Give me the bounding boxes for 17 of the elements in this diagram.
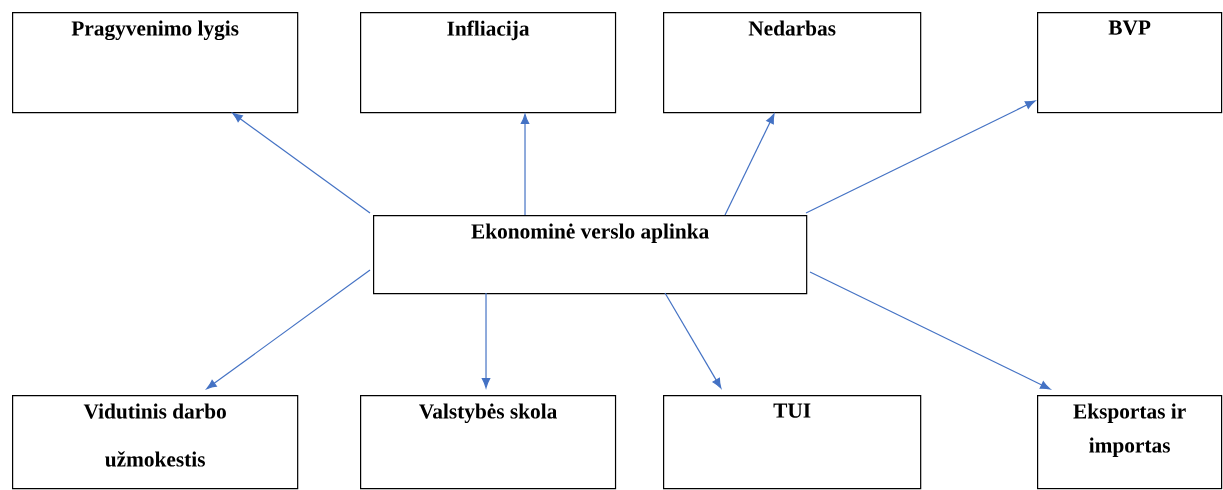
arrow <box>664 292 722 389</box>
arrow <box>206 269 371 390</box>
text-box: BVP <box>1037 12 1223 114</box>
text-box: Infliacija <box>360 12 617 114</box>
text-box: Nedarbas <box>663 12 922 114</box>
text-box: Vidutinis darbo užmokestis <box>12 395 299 490</box>
text-box: Eksportas ir importas <box>1037 395 1223 490</box>
arrow <box>805 100 1036 214</box>
text-box: Ekonominė verslo aplinka <box>373 215 808 295</box>
arrow <box>232 112 371 214</box>
text-box: Pragyvenimo lygis <box>12 12 299 114</box>
arrow <box>481 292 491 389</box>
arrow <box>520 113 530 216</box>
arrow <box>809 271 1051 390</box>
text-box: TUI <box>663 395 922 490</box>
arrow <box>724 113 775 216</box>
text-box: Valstybės skola <box>360 395 617 490</box>
